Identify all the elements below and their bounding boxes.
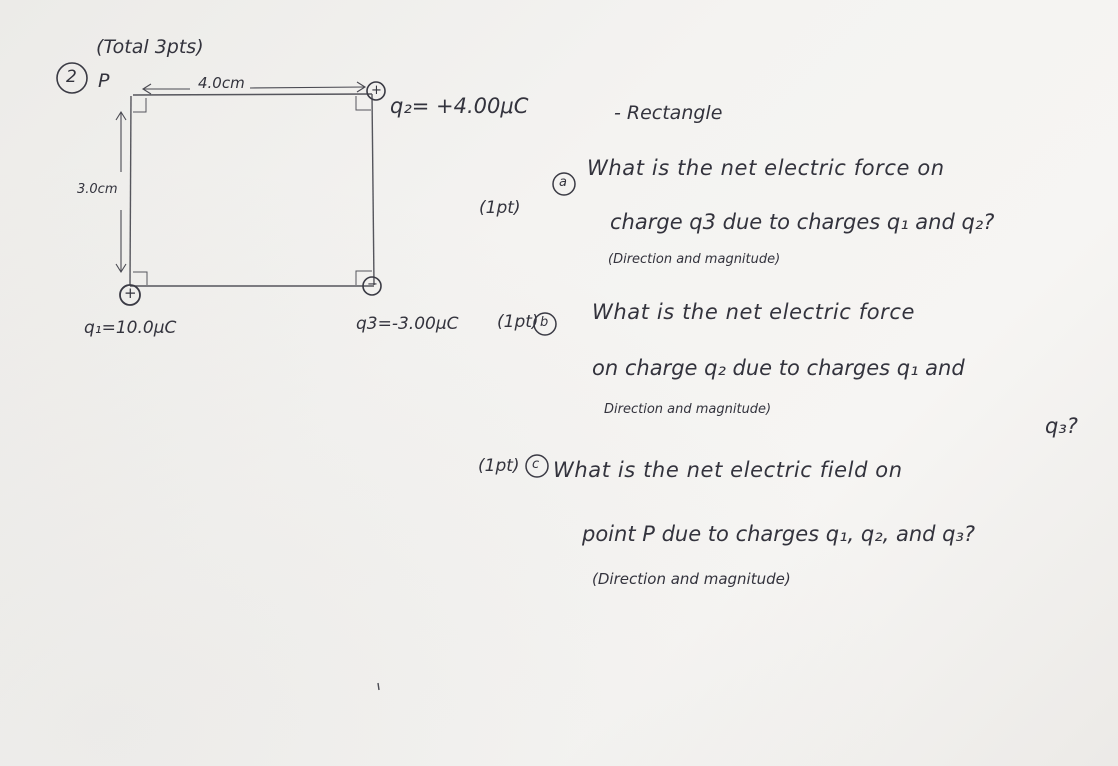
question-a-points: (1pt) <box>479 198 521 218</box>
question-c-line1: What is the net electric field on <box>553 458 903 482</box>
corner-mark-bottom-right <box>355 270 372 285</box>
point-p-label: P <box>98 70 110 92</box>
stray-pen-mark <box>377 682 380 691</box>
height-arrowhead-top <box>115 110 127 121</box>
total-points-label: (Total 3pts) <box>96 36 204 58</box>
question-b-note: Direction and magnitude) <box>604 402 772 417</box>
question-a-letter: a <box>559 175 567 190</box>
q3-value-label: q3=-3.00μC <box>356 314 459 334</box>
question-c-line2: point P due to charges q₁, q₂, and q₃? <box>582 522 976 546</box>
q1-sign: + <box>124 284 137 302</box>
q3-sign: − <box>367 277 378 292</box>
question-b-letter: b <box>540 315 549 330</box>
q1-value-label: q₁=10.0μC <box>84 318 177 338</box>
problem-number: 2 <box>66 67 77 87</box>
question-b-line1: What is the net electric force <box>592 300 916 324</box>
question-a-circle <box>552 172 576 196</box>
q3-charge-circle <box>362 276 382 296</box>
question-b-circle <box>533 312 557 336</box>
q2-sign: + <box>371 83 382 98</box>
q1-charge-circle <box>119 284 141 306</box>
corner-mark-bottom-left <box>133 271 148 285</box>
rect-right-edge <box>371 93 375 286</box>
width-arrowhead-right <box>356 81 367 93</box>
question-a-line2: charge q3 due to charges q₁ and q₂? <box>610 210 995 234</box>
width-dimension-line-right <box>249 86 366 89</box>
question-b-line3: q₃? <box>1045 414 1078 438</box>
question-a-note: (Direction and magnitude) <box>608 252 781 267</box>
question-c-circle <box>525 454 549 478</box>
q2-value-label: q₂= +4.00μC <box>390 94 529 118</box>
problem-number-circle <box>56 62 88 94</box>
question-c-note: (Direction and magnitude) <box>592 570 791 588</box>
question-b-points: (1pt) <box>497 312 539 332</box>
height-arrowhead-bottom <box>115 263 127 274</box>
rectangle-note: - Rectangle <box>614 102 723 124</box>
corner-mark-top-left <box>133 98 147 113</box>
question-c-letter: c <box>532 457 540 472</box>
rect-top-edge <box>132 93 373 96</box>
question-c-points: (1pt) <box>478 456 520 476</box>
rect-left-edge <box>129 95 132 286</box>
width-arrowhead-left <box>141 83 152 95</box>
question-b-line2: on charge q₂ due to charges q₁ and <box>592 356 965 380</box>
q2-charge-circle <box>366 81 386 101</box>
question-a-line1: What is the net electric force on <box>587 156 945 180</box>
corner-mark-top-right <box>355 96 371 111</box>
width-dimension-label: 4.0cm <box>198 74 245 92</box>
height-dimension-label: 3.0cm <box>77 182 118 197</box>
